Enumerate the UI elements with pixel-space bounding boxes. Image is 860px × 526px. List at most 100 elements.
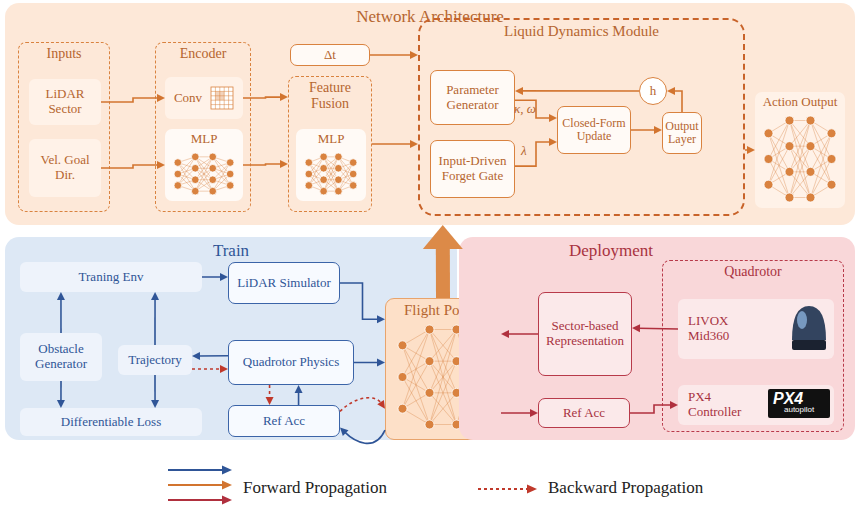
connector <box>243 160 288 168</box>
connector-line <box>673 91 682 112</box>
connector <box>192 352 228 360</box>
network-neuron <box>785 116 794 125</box>
arrowhead <box>220 273 228 281</box>
connector-line <box>515 142 551 166</box>
connector <box>745 146 755 154</box>
network-link <box>769 159 790 198</box>
arrowhead <box>151 400 159 408</box>
region-band: Network ArchitectureInputsLiDAR SectorVe… <box>5 3 855 225</box>
arrowhead <box>654 126 662 134</box>
network-box: Action Output <box>755 92 845 208</box>
network-icon <box>762 114 838 204</box>
network-neuron <box>785 141 794 150</box>
conv-box: Conv <box>165 77 243 119</box>
node-label: Ref Acc <box>563 406 605 421</box>
network-neuron <box>335 164 343 172</box>
connector <box>57 381 65 408</box>
connector <box>501 330 538 338</box>
network-neuron <box>174 158 182 166</box>
node-label: LIVOX Mid360 <box>688 314 758 343</box>
network-link <box>324 156 339 190</box>
node-label: Obstacle Generator <box>22 342 100 371</box>
connector-line <box>354 362 379 364</box>
connector-line <box>269 385 271 399</box>
network-link <box>790 120 811 146</box>
network-neuron <box>209 153 217 161</box>
connector-line <box>340 398 381 412</box>
network-neuron <box>785 167 794 176</box>
node-label: Conv <box>174 91 202 106</box>
state-circle: h <box>639 77 667 105</box>
node-label: Trajectory <box>128 353 182 368</box>
arrowhead <box>57 400 65 408</box>
node-label: h <box>650 84 657 99</box>
network-icon <box>172 151 236 197</box>
arrowhead <box>192 352 200 360</box>
lidar-highlight <box>797 311 807 329</box>
network-link <box>790 171 811 197</box>
legend-line <box>168 484 222 486</box>
group-title: Train <box>5 237 457 260</box>
connector-line <box>60 298 62 333</box>
network-neuron <box>806 193 815 202</box>
connector <box>151 375 159 408</box>
arrowhead <box>280 160 288 168</box>
connector-line <box>243 164 282 165</box>
network-neuron <box>425 356 434 365</box>
network-neuron <box>335 187 343 195</box>
group-title: Inputs <box>19 43 109 62</box>
network-neuron <box>226 181 234 189</box>
legend-text: Backward Propagation <box>548 479 703 498</box>
network-link <box>403 329 430 408</box>
group-box: InputsLiDAR SectorVel. Goal Dir. <box>18 42 110 212</box>
process-box: Trajectory <box>118 345 192 375</box>
network-link <box>430 329 457 424</box>
legend-line <box>168 499 222 501</box>
arrowhead <box>632 324 640 332</box>
network-link <box>430 329 457 424</box>
node-label: Input-Driven Forget Gate <box>433 154 512 183</box>
node-label: Vel. Goal Dir. <box>31 153 99 182</box>
connector-line <box>372 143 412 145</box>
connector <box>57 292 65 333</box>
connector <box>501 409 538 417</box>
network-neuron <box>335 175 343 183</box>
arrowhead <box>423 225 463 249</box>
network-neuron <box>191 175 199 183</box>
network-neuron <box>827 154 836 163</box>
network-neuron <box>305 158 313 166</box>
edge-label: λ <box>521 144 527 158</box>
network-neuron <box>209 175 217 183</box>
arrowhead <box>747 146 755 154</box>
process-box: Sector-based Representation <box>538 292 632 376</box>
legend-arrowhead <box>222 496 232 505</box>
arrowhead <box>340 427 348 435</box>
network-neuron <box>398 404 407 413</box>
node-label: Output Layer <box>665 120 699 147</box>
connector-line <box>198 355 228 357</box>
logo-text: PX4 <box>773 390 803 408</box>
grid-line <box>211 104 233 105</box>
connector-line <box>154 298 156 345</box>
node-label: Closed-Form Update <box>560 117 628 144</box>
arrowhead <box>280 93 288 101</box>
process-box: Traning Env <box>20 262 202 292</box>
arrowhead <box>530 409 538 417</box>
group-box: Feature FusionMLP <box>288 76 372 212</box>
connector <box>202 273 228 281</box>
network-neuron <box>349 170 357 178</box>
network-link <box>790 120 811 197</box>
process-box: Δt <box>290 44 370 66</box>
connector <box>192 365 228 373</box>
arrowhead <box>220 365 228 373</box>
legend-arrowhead <box>222 481 232 490</box>
network-neuron <box>806 141 815 150</box>
network-link <box>430 329 457 361</box>
arrowhead <box>549 138 557 146</box>
grid-kernel <box>215 91 224 100</box>
network-neuron <box>191 153 199 161</box>
network-link <box>430 393 457 425</box>
network-neuron <box>191 164 199 172</box>
process-box: Closed-Form Update <box>557 106 631 154</box>
process-box: Ref Acc <box>538 398 630 428</box>
